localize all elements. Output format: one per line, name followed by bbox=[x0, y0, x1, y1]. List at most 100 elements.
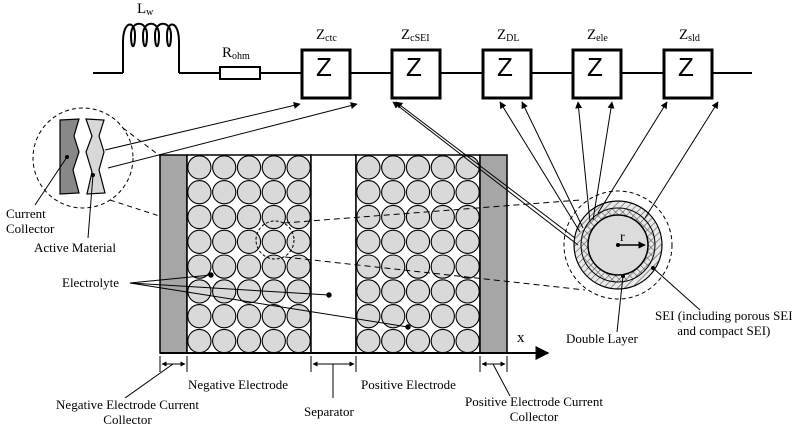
electrode-particle bbox=[356, 279, 381, 304]
negative-current-collector bbox=[159, 154, 188, 354]
separator-region bbox=[310, 154, 357, 354]
z-ctc-box-text: Z bbox=[316, 52, 332, 82]
electrode-particle bbox=[286, 180, 311, 205]
electrode-particle bbox=[187, 155, 212, 180]
electrode-particle bbox=[356, 304, 381, 329]
electrode-particle bbox=[405, 254, 431, 279]
electrode-particle bbox=[356, 155, 381, 180]
electrode-particle bbox=[236, 155, 262, 180]
inductor-label: Lw bbox=[137, 1, 154, 18]
cell bbox=[159, 154, 550, 360]
z-dl-label: ZDL bbox=[497, 27, 520, 44]
z-sld-label: Zsld bbox=[679, 27, 700, 44]
electrode-particle bbox=[405, 328, 431, 354]
electrode-particle bbox=[187, 229, 212, 254]
z-ele-box-text: Z bbox=[587, 52, 603, 82]
electrode-particle bbox=[261, 180, 286, 205]
electrode-particle bbox=[430, 204, 455, 230]
electrode-particle bbox=[356, 204, 381, 230]
electrode-particle bbox=[187, 279, 212, 304]
electrode-particle bbox=[381, 304, 406, 329]
electrode-particle bbox=[430, 304, 455, 329]
electrode-particle bbox=[236, 279, 262, 304]
electrode-particle bbox=[430, 229, 455, 254]
x-axis-label: x bbox=[517, 330, 525, 346]
negative-electrode-label: Negative Electrode bbox=[188, 377, 288, 392]
resistor-label: Rohm bbox=[222, 45, 250, 62]
electrode-particle bbox=[236, 328, 262, 354]
electrode-particle bbox=[455, 204, 480, 230]
electrode-particle bbox=[405, 279, 431, 304]
particle-detail bbox=[563, 190, 701, 333]
electrode-particle bbox=[212, 229, 237, 254]
particle-zoom-circle bbox=[563, 190, 673, 300]
electrolyte-pointers bbox=[129, 272, 411, 330]
z-sld-box-text: Z bbox=[678, 52, 694, 82]
electrode-particle bbox=[212, 254, 237, 279]
electrode-particle bbox=[455, 180, 480, 205]
electrode-particle bbox=[356, 180, 381, 205]
active-material-label: Active Material bbox=[34, 240, 116, 255]
electrode-particle bbox=[261, 229, 286, 254]
separator-label: Separator bbox=[304, 404, 354, 419]
electrode-particle bbox=[405, 180, 431, 205]
electrode-particle bbox=[187, 204, 212, 230]
positive-electrode-particles bbox=[356, 155, 480, 354]
electrode-particle bbox=[430, 180, 455, 205]
electrode-particle bbox=[430, 279, 455, 304]
z-dl-box-text: Z bbox=[497, 52, 513, 82]
positive-current-collector bbox=[479, 154, 508, 354]
electrode-particle bbox=[236, 229, 262, 254]
electrode-particle bbox=[405, 204, 431, 230]
electrode-particle bbox=[405, 155, 431, 180]
electrode-particle bbox=[405, 304, 431, 329]
electrode-particle bbox=[212, 155, 237, 180]
electrode-particle bbox=[455, 279, 480, 304]
electrode-particle bbox=[381, 328, 406, 354]
z-csei-label: ZcSEI bbox=[401, 27, 430, 44]
region-dimensions bbox=[124, 356, 511, 399]
electrode-particle bbox=[187, 328, 212, 354]
electrode-particle bbox=[381, 254, 406, 279]
electrode-particle bbox=[381, 155, 406, 180]
electrolyte-label: Electrolyte bbox=[62, 275, 120, 290]
particle-zoom bbox=[255, 199, 586, 291]
electrode-particle bbox=[261, 328, 286, 354]
radius-label: r bbox=[620, 230, 625, 245]
electrode-particle bbox=[430, 155, 455, 180]
equivalent-circuit bbox=[93, 22, 752, 100]
collector-piece bbox=[59, 118, 80, 195]
electrode-particle bbox=[455, 229, 480, 254]
electrode-particle bbox=[212, 180, 237, 205]
electrode-particle bbox=[455, 328, 480, 354]
z-ele-label: Zele bbox=[587, 27, 608, 44]
electrode-particle bbox=[381, 279, 406, 304]
electrode-particle bbox=[381, 204, 406, 230]
inductor bbox=[122, 22, 180, 73]
electrode-particle bbox=[286, 279, 311, 304]
resistor bbox=[219, 66, 261, 80]
electrode-particle bbox=[286, 328, 311, 354]
active-material-piece bbox=[85, 118, 106, 195]
double-layer-label: Double Layer bbox=[566, 331, 638, 346]
electrode-particle bbox=[381, 180, 406, 205]
impedance-links bbox=[392, 101, 719, 246]
electrode-particle bbox=[187, 180, 212, 205]
electrode-particle bbox=[286, 254, 311, 279]
electrode-particle bbox=[405, 229, 431, 254]
electrode-particle bbox=[261, 254, 286, 279]
z-csei-box-text: Z bbox=[406, 52, 422, 82]
electrode-particle bbox=[381, 229, 406, 254]
electrode-particle bbox=[356, 328, 381, 354]
electrode-particle bbox=[430, 328, 455, 354]
electrode-particle bbox=[286, 229, 311, 254]
electrode-particle bbox=[212, 328, 237, 354]
electrode-particle bbox=[236, 204, 262, 230]
electrode-particle bbox=[286, 204, 311, 230]
electrode-particle bbox=[212, 204, 237, 230]
electrode-particle bbox=[261, 204, 286, 230]
electrode-particle bbox=[212, 304, 237, 329]
